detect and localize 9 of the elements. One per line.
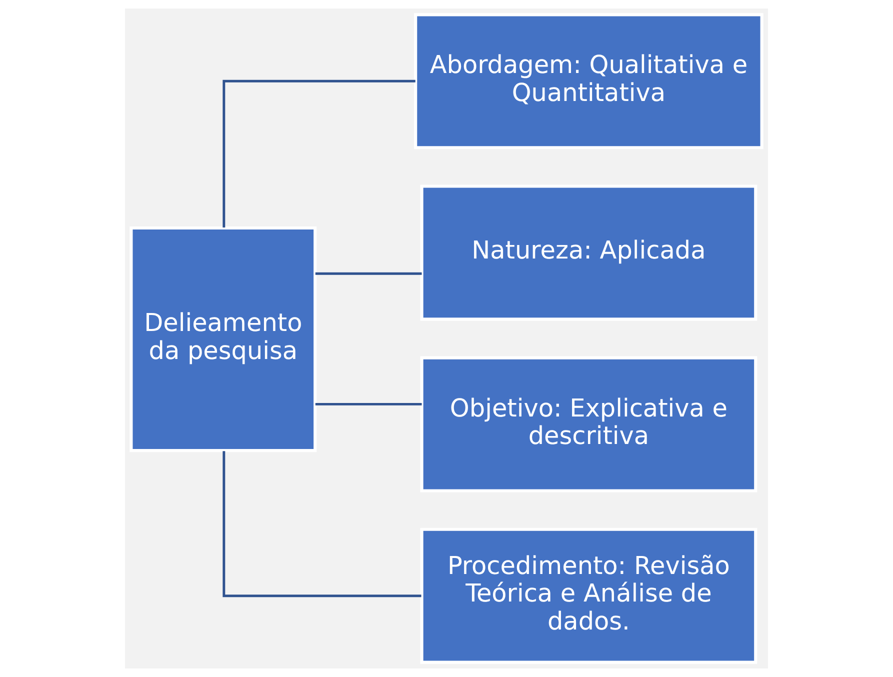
connector: [222, 451, 422, 598]
connector: [315, 402, 422, 406]
node-box: Natureza: Aplicada: [420, 184, 758, 321]
connector: [222, 80, 416, 228]
node-box: Delieamento da pesquisa: [130, 226, 317, 452]
node-box: Abordagem: Qualitativa e Quantitativa: [414, 13, 764, 150]
node-box: Objetivo: Explicativa e descritiva: [420, 356, 758, 492]
connector: [315, 272, 422, 275]
node-box: Procedimento: Revisão Teórica e Análise de dados.: [420, 528, 758, 664]
